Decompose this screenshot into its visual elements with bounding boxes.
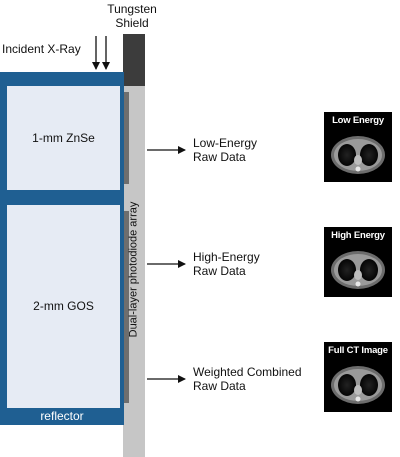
gos-layer-label: 2-mm GOS [33,299,94,313]
ct-slice-image [324,342,392,412]
incident-xray-label: Incident X-Ray [2,42,81,56]
output-line1: Weighted Combined [193,365,302,379]
output-combined-label: Weighted Combined Raw Data [193,365,302,393]
ct-image-title-wrap: High Energy [324,227,392,241]
tungsten-shield-label-line1: Tungsten [107,2,157,16]
output-line2: Raw Data [193,264,246,278]
ct-slice-image [324,112,392,182]
znse-layer-label: 1-mm ZnSe [32,131,95,145]
output-line1: Low-Energy [193,136,258,150]
output-low-energy-label: Low-Energy Raw Data [193,136,257,164]
ct-image-title: Full CT Image [328,345,388,356]
znse-layer [7,86,120,190]
ct-image-title-wrap: Full CT Image [324,342,392,356]
photodiode-array-label: Dual-layer photodiode array [127,201,140,338]
output-line1: High-Energy [193,250,260,264]
output-high-energy-label: High-Energy Raw Data [193,250,260,278]
tungsten-shield-label: Tungsten Shield [100,2,164,30]
output-line2: Raw Data [193,379,246,393]
reflector-label: reflector [40,409,84,423]
ct-image-title-wrap: Low Energy [324,112,392,126]
ct-slice-image [324,227,392,297]
tungsten-shield-label-line2: Shield [115,16,149,30]
photodiode-element-bottom [124,211,129,403]
output-line2: Raw Data [193,150,246,164]
ct-image-title: Low Energy [332,115,384,126]
ct-image-title: High Energy [331,230,385,241]
tungsten-shield [123,34,145,86]
gos-layer [7,205,120,408]
photodiode-element-top [124,92,129,184]
